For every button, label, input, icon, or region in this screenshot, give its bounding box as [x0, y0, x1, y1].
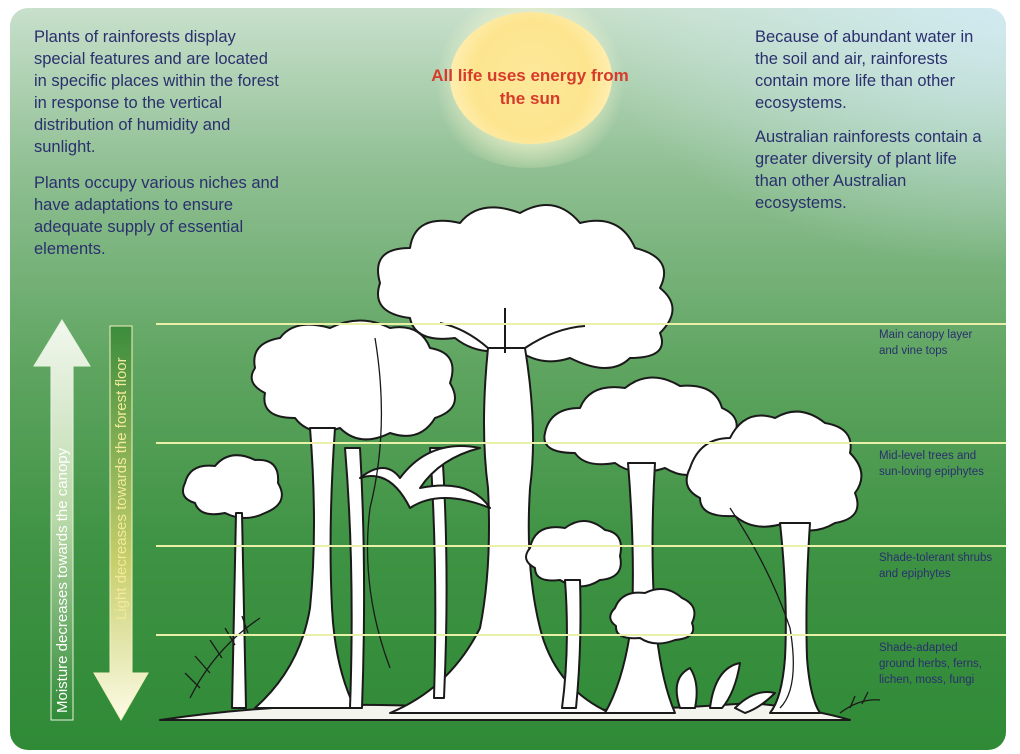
layer-label-ground: Shade-adapted ground herbs, ferns, liche… [879, 640, 1004, 688]
layer-label-line: Mid-level trees and [879, 450, 977, 462]
intro-right-paragraph-1: Because of abundant water in the soil an… [755, 28, 974, 112]
layer-line-canopy [156, 323, 1006, 325]
far-right-tree-trunk [769, 522, 821, 714]
fern-left [184, 615, 261, 699]
layer-label-line: and vine tops [879, 345, 948, 357]
gradient-arrows [33, 319, 149, 722]
intro-right-paragraph-2: Australian rainforests contain a greater… [755, 128, 982, 212]
moisture-arrow [33, 319, 91, 721]
layer-label-line: Shade-adapted [879, 642, 958, 654]
small-middle-tree-trunk [561, 579, 582, 709]
layer-label-mid-level: Mid-level trees and sun-loving epiphytes [879, 448, 1004, 480]
layer-label-line: Shade-tolerant shrubs [879, 552, 993, 564]
layer-label-canopy: Main canopy layer and vine tops [879, 327, 1004, 359]
rainforest-illustration [159, 204, 881, 721]
layer-label-line: Main canopy layer [879, 329, 973, 341]
intro-left-paragraph-2: Plants occupy various niches and have ad… [34, 174, 279, 258]
layer-line-ground [156, 634, 1006, 636]
layer-label-shade-tolerant: Shade-tolerant shrubs and epiphytes [879, 550, 1004, 582]
sun-label: All life uses energy from the sun [431, 66, 629, 108]
layer-label-line: ground herbs, ferns, [879, 658, 982, 670]
palm-fronds [359, 445, 491, 509]
left-tall-tree-canopy [250, 319, 456, 441]
rainforest-diagram-panel: All life uses energy from the sun Plants… [10, 8, 1006, 750]
small-left-tree-trunk [231, 512, 247, 709]
palm-trunk [344, 447, 366, 709]
layer-line-mid-level [156, 442, 1006, 444]
right-tree-trunk [604, 462, 676, 714]
fern-right [839, 691, 881, 714]
small-left-tree-canopy [182, 454, 283, 519]
emergent-tree-trunk [389, 347, 611, 714]
vine [366, 337, 794, 709]
layer-label-line: and epiphytes [879, 568, 951, 580]
layer-label-line: sun-loving epiphytes [879, 466, 984, 478]
intro-left-paragraph-1: Plants of rainforests display special fe… [34, 28, 279, 156]
far-right-tree-canopy [685, 410, 863, 532]
sun-icon [450, 12, 612, 144]
light-arrow [93, 325, 149, 722]
layer-label-line: lichen, moss, fungi [879, 674, 975, 686]
ground-herb [675, 662, 776, 714]
small-middle-tree-canopy [525, 520, 622, 588]
layer-line-shade-tolerant [156, 545, 1006, 547]
